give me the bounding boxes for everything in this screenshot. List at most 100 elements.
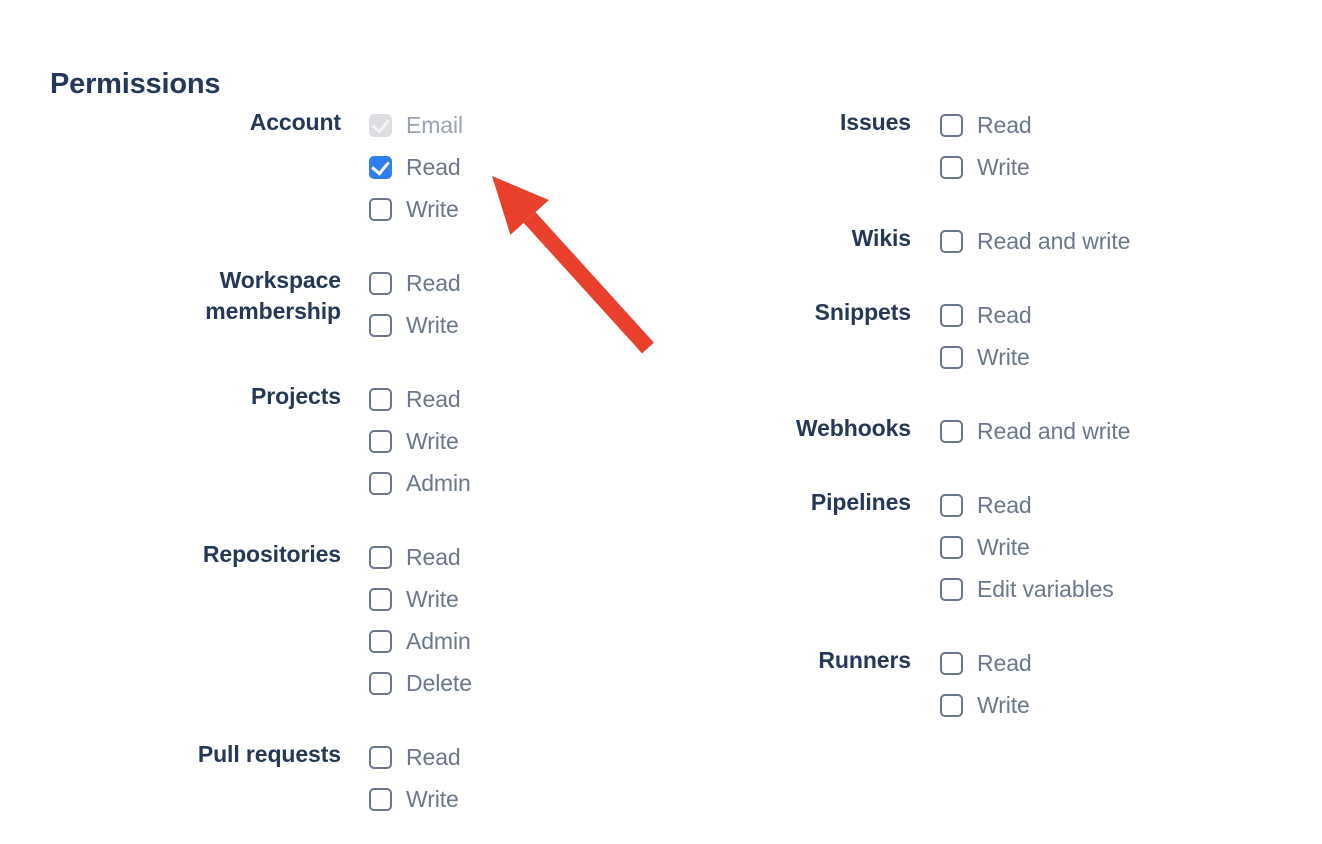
option-pull-requests-write[interactable]: Write [369,778,461,820]
checkbox-wikis-read-and-write[interactable] [940,229,963,253]
option-label-repositories-admin: Admin [406,628,471,654]
group-label-runners: Runners [818,647,911,673]
checkbox-pipelines-write[interactable] [940,535,963,559]
option-projects-write[interactable]: Write [369,420,471,462]
group-label-pull-requests: Pull requests [197,741,341,767]
checkbox-pipelines-edit-variables[interactable] [940,577,963,601]
checkbox-repositories-admin[interactable] [369,629,392,653]
group-label-wikis: Wikis [851,225,911,251]
option-label-snippets-write: Write [977,344,1030,370]
option-label-workspace-membership-write: Write [406,312,459,338]
checkbox-repositories-delete[interactable] [369,671,392,695]
option-label-runners-read: Read [977,650,1032,676]
option-workspace-membership-read[interactable]: Read [369,262,461,304]
group-label-projects: Projects [251,383,341,409]
checkbox-pull-requests-write[interactable] [369,787,392,811]
option-workspace-membership-write[interactable]: Write [369,304,461,346]
checkbox-workspace-membership-write[interactable] [369,313,392,337]
option-projects-read[interactable]: Read [369,378,471,420]
option-label-issues-write: Write [977,154,1030,180]
checkbox-repositories-read[interactable] [369,545,392,569]
option-label-pull-requests-write: Write [406,786,459,812]
group-label-pipelines: Pipelines [810,489,911,515]
option-account-write[interactable]: Write [369,188,463,230]
option-label-pipelines-edit-variables: Edit variables [977,576,1114,602]
page-title: Permissions [50,68,221,101]
checkbox-repositories-write[interactable] [369,587,392,611]
group-label-workspace-membership: Workspace membership [205,267,341,324]
option-repositories-read[interactable]: Read [369,536,472,578]
option-label-workspace-membership-read: Read [406,270,461,296]
option-account-email[interactable]: Email [369,104,463,146]
group-label-webhooks: Webhooks [795,415,911,441]
option-label-runners-write: Write [977,692,1030,718]
option-label-account-email: Email [406,112,464,138]
option-webhooks-read-and-write[interactable]: Read and write [940,410,1130,452]
checkbox-pipelines-read[interactable] [940,493,963,517]
checkbox-account-write[interactable] [369,197,392,221]
option-pull-requests-read[interactable]: Read [369,736,461,778]
option-pipelines-read[interactable]: Read [940,484,1114,526]
option-label-projects-read: Read [406,386,461,412]
option-label-account-write: Write [406,196,459,222]
checkbox-snippets-read[interactable] [940,303,963,327]
group-label-snippets: Snippets [814,299,911,325]
option-list-webhooks: Read and write [940,410,1130,452]
option-list-wikis: Read and write [940,220,1130,262]
permission-group-wikis: Wikis Read and write [660,220,1322,262]
option-pipelines-edit-variables[interactable]: Edit variables [940,568,1114,610]
option-repositories-delete[interactable]: Delete [369,662,472,704]
checkbox-account-email-disabled [369,113,392,137]
group-label-repositories: Repositories [202,541,341,567]
option-label-pipelines-read: Read [977,492,1032,518]
checkbox-pull-requests-read[interactable] [369,745,392,769]
option-label-repositories-read: Read [406,544,461,570]
option-account-read[interactable]: Read [369,146,463,188]
checkbox-webhooks-read-and-write[interactable] [940,419,963,443]
option-label-repositories-delete: Delete [406,670,472,696]
group-label-issues: Issues [839,109,911,135]
checkbox-issues-read[interactable] [940,113,963,137]
option-projects-admin[interactable]: Admin [369,462,471,504]
checkbox-issues-write[interactable] [940,155,963,179]
checkbox-projects-write[interactable] [369,429,392,453]
option-runners-write[interactable]: Write [940,684,1032,726]
checkbox-snippets-write[interactable] [940,345,963,369]
checkbox-account-read[interactable] [369,155,392,179]
checkbox-workspace-membership-read[interactable] [369,271,392,295]
option-label-webhooks-read-and-write: Read and write [977,418,1131,444]
checkbox-runners-read[interactable] [940,651,963,675]
checkbox-projects-read[interactable] [369,387,392,411]
option-snippets-read[interactable]: Read [940,294,1032,336]
option-wikis-read-and-write[interactable]: Read and write [940,220,1130,262]
option-repositories-admin[interactable]: Admin [369,620,472,662]
checkbox-projects-admin[interactable] [369,471,392,495]
option-repositories-write[interactable]: Write [369,578,472,620]
option-label-projects-admin: Admin [406,470,471,496]
option-label-repositories-write: Write [406,586,459,612]
checkbox-runners-write[interactable] [940,693,963,717]
check-icon [371,113,390,134]
option-issues-read[interactable]: Read [940,104,1032,146]
option-pipelines-write[interactable]: Write [940,526,1114,568]
option-snippets-write[interactable]: Write [940,336,1032,378]
option-runners-read[interactable]: Read [940,642,1032,684]
option-label-account-read: Read [406,154,461,180]
option-issues-write[interactable]: Write [940,146,1032,188]
